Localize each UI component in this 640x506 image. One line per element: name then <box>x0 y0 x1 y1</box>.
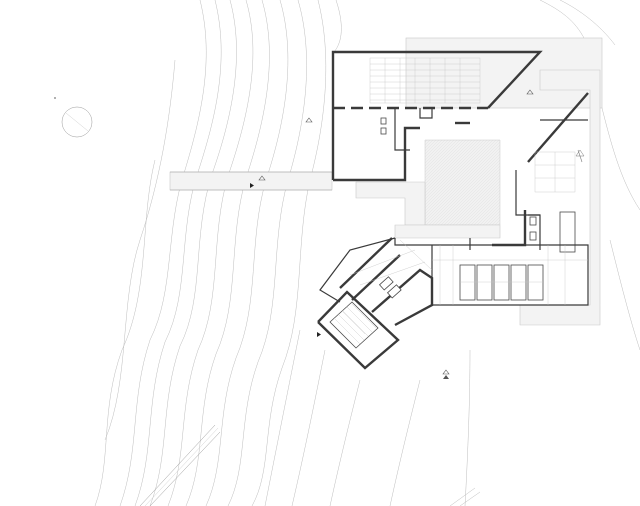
tree-symbol <box>54 97 93 138</box>
east-wing <box>492 92 589 253</box>
entrance-arrow-icon <box>250 183 254 188</box>
auditorium-seating <box>369 57 481 104</box>
cubicle-row <box>459 264 544 301</box>
terrain-contours <box>94 0 640 506</box>
floor-tiles <box>432 245 588 305</box>
terrace-areas <box>169 37 603 326</box>
entrance-arrow-icon <box>317 332 321 337</box>
level-marker-icon <box>258 89 534 379</box>
southwest-wing <box>317 237 434 370</box>
east-wing-tables <box>534 151 576 193</box>
access-road <box>139 424 221 506</box>
stair <box>329 301 379 349</box>
north-wing <box>331 50 543 182</box>
north-arrow-icon <box>575 149 585 163</box>
entrance-walkway <box>170 171 332 191</box>
